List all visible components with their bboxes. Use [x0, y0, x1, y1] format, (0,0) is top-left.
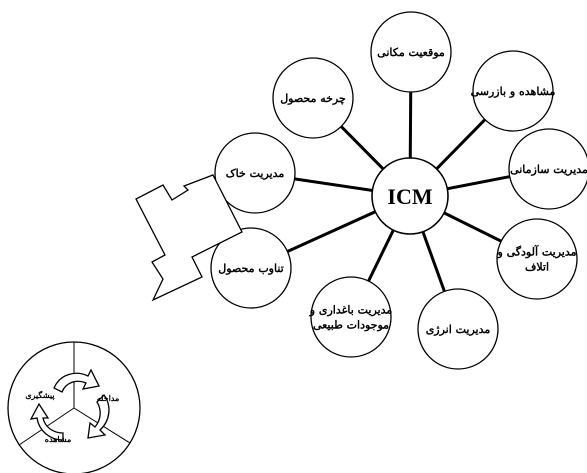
hub-node: ICM — [371, 157, 449, 235]
node-soil: مدیریت خاک — [214, 132, 296, 214]
node-label-pollution-2: اتلاف — [525, 261, 549, 274]
node-gardening: مدیریت باغداری و موجودات طبیعی — [309, 276, 393, 358]
node-circle-monitoring — [472, 50, 554, 132]
cycle-label-intervention: مداخله — [97, 393, 120, 403]
node-label-gardening-2: موجودات طبیعی — [313, 319, 389, 332]
node-monitoring: مشاهده و بازرسی — [471, 50, 556, 132]
hollow-arrow — [135, 174, 243, 302]
cycle-arrow-right-icon — [87, 394, 110, 439]
node-label-organizational: مدیریت سازمانی — [510, 163, 587, 176]
node-circle-energy — [417, 288, 499, 370]
node-organizational: مدیریت سازمانی — [508, 128, 587, 210]
node-circle-gardening — [310, 276, 392, 358]
node-circle-pollution — [496, 218, 578, 300]
cycle-label-prevention: پیشگیری — [25, 390, 55, 401]
node-label-soil: مدیریت خاک — [226, 167, 285, 180]
node-rotation: تناوب محصول — [210, 227, 292, 309]
node-label-pollution-1: مدیریت آلودگی و — [496, 245, 576, 259]
node-location: موقعیت مکانی — [370, 11, 452, 93]
hub-label: ICM — [387, 184, 432, 209]
cycle-arrow-left-icon — [29, 402, 64, 441]
hub-circle — [371, 157, 449, 235]
node-circle-soil — [214, 132, 296, 214]
node-circle-lifecycle — [272, 57, 354, 139]
cycle-diagram: پیشگیری مداخله مشاهده — [7, 341, 141, 473]
node-energy: مدیریت انرژی — [417, 288, 499, 370]
node-label-monitoring: مشاهده و بازرسی — [471, 85, 556, 98]
outer-nodes: موقعیت مکانی مشاهده و بازرسی مدیریت سازمان… — [210, 11, 587, 370]
hollow-arrow-shape — [135, 174, 243, 302]
cycle-arrow-top-icon — [53, 368, 100, 393]
cycle-label-observation: مشاهده — [45, 434, 71, 444]
node-lifecycle: چرخه محصول — [272, 57, 354, 139]
node-label-location: موقعیت مکانی — [377, 46, 445, 59]
node-circle-organizational — [508, 128, 587, 210]
node-circle-rotation — [210, 227, 292, 309]
node-label-lifecycle: چرخه محصول — [280, 92, 346, 105]
node-label-energy: مدیریت انرژی — [426, 323, 491, 336]
node-label-rotation: تناوب محصول — [218, 262, 283, 275]
node-label-gardening-1: مدیریت باغداری و — [309, 304, 393, 317]
node-circle-location — [370, 11, 452, 93]
node-pollution: مدیریت آلودگی و اتلاف — [496, 218, 578, 300]
